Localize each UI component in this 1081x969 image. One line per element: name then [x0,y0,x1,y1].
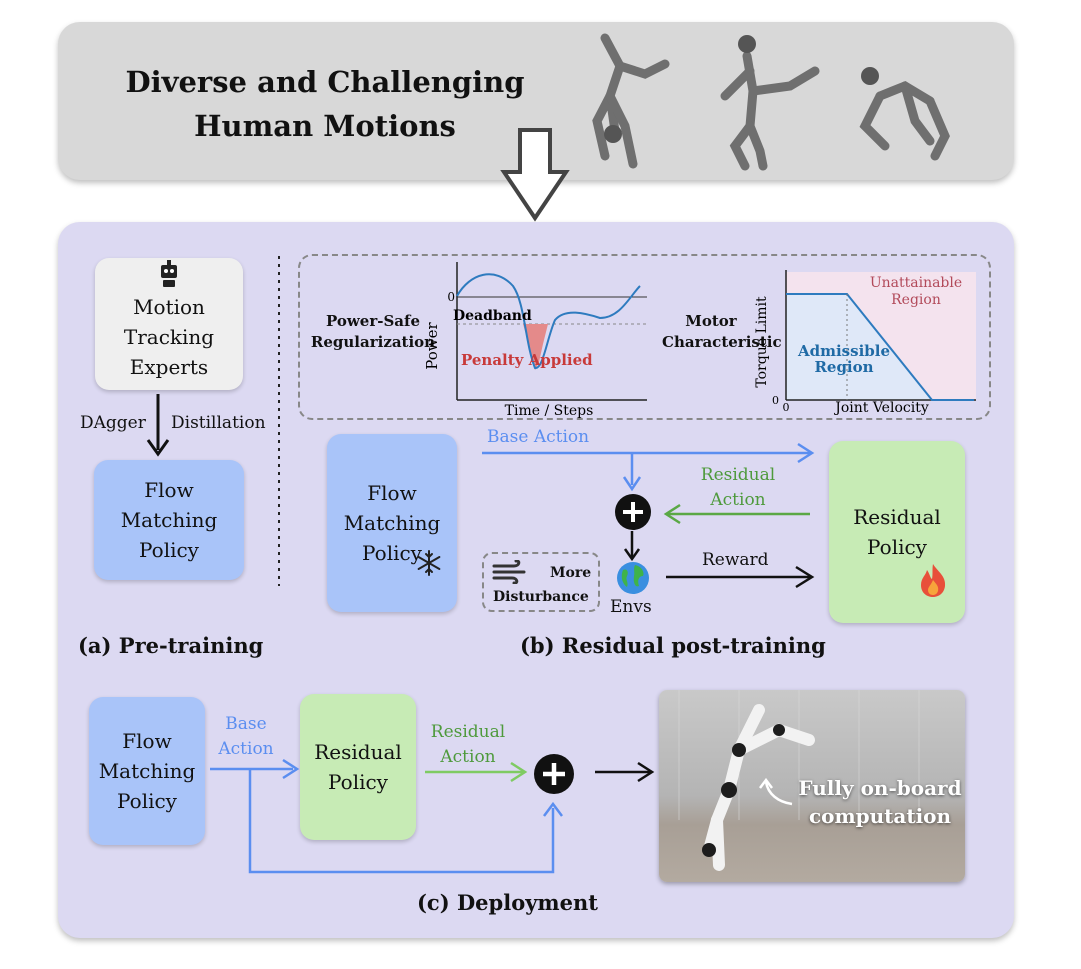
power-curve [456,273,641,369]
admissible-region [786,294,932,400]
humanoid-robot-illustrations [592,33,950,171]
envs-label: Envs [610,597,652,617]
banner-title: Diverse and Challenging Human Motions [125,65,525,143]
power-plot-ylabel: Power [425,321,441,369]
admissible-label-2: Region [814,358,873,376]
deploy-residual-action-label: Residual Action [430,722,506,767]
deploy-residual-policy-box: Residual Policy [300,694,416,840]
down-arrow-icon [500,128,570,222]
wind-icon [492,560,526,584]
unattainable-label-2: Region [891,292,941,308]
penalty-region [523,324,548,370]
residual-training-arrows [482,442,815,589]
deploy-flow-matching-policy-box: Flow Matching Policy [89,697,205,845]
motor-characteristic-label: Motor Characteristic [662,312,782,351]
frozen-flow-matching-policy-box: Flow Matching Policy [327,434,457,612]
torque-limit-curve [786,293,974,401]
onboard-computation-caption: Fully on-board computation [798,776,962,828]
deploy-sum-node-icon [534,754,574,794]
power-safe-label: Power-Safe Regularization [310,312,436,351]
deployment-caption: (c) Deployment [417,890,598,915]
sum-node-icon [615,494,651,530]
deadband-label: Deadband [453,308,532,324]
motor-plot-zero-y: 0 [772,394,779,407]
reward-label: Reward [702,550,769,570]
globe-icon [617,562,649,594]
robot-figure-3 [859,67,950,161]
unattainable-label-1: Unattainable [870,275,962,291]
robot-head-icon [161,260,177,287]
dagger-label: DAgger [80,413,146,433]
robot-deployment-photo [659,690,965,882]
penalty-label: Penalty Applied [461,351,593,369]
power-plot-zero: 0 [447,290,455,304]
robot-figure-1 [592,33,670,169]
residual-training-caption: (b) Residual post-training [520,633,826,658]
pretrain-flow-matching-policy-box: Flow Matching Policy [94,460,244,580]
motor-plot-xlabel: Joint Velocity [833,400,929,416]
motor-plot-ylabel: Torque Limit [754,296,770,388]
deployment-arrows [210,758,655,874]
motion-tracking-experts-box: Motion Tracking Experts [95,258,243,390]
fire-icon [921,564,946,597]
base-action-label: Base Action [487,427,590,447]
disturbance-frame [482,552,600,612]
residual-action-label: Residual Action [700,465,776,510]
power-plot-xlabel: Time / Steps [505,403,594,419]
disturbance-label: Disturbance [493,589,589,605]
deploy-base-action-label: Base Action [218,714,274,759]
motor-plot-zero-x: 0 [783,401,790,414]
distillation-label: Distillation [171,413,266,433]
pretraining-caption: (a) Pre-training [78,633,264,658]
snowflake-icon [417,550,441,576]
deploy-skip-connection-arrow [248,769,555,874]
power-plot: Power 0 Deadband Penalty Applied Time / … [425,262,647,419]
distillation-arrow [146,394,170,457]
admissible-label-1: Admissible [797,342,890,360]
robot-figure-2 [720,35,820,171]
regularization-plots-frame [298,254,991,420]
motor-plot: Torque Limit 0 0 Joint Velocity Unattain… [754,270,976,416]
curved-arrow-icon [759,778,793,806]
more-label: More [550,565,592,581]
section-divider [278,256,280,586]
robot-handstand-photo-icon [678,690,920,871]
